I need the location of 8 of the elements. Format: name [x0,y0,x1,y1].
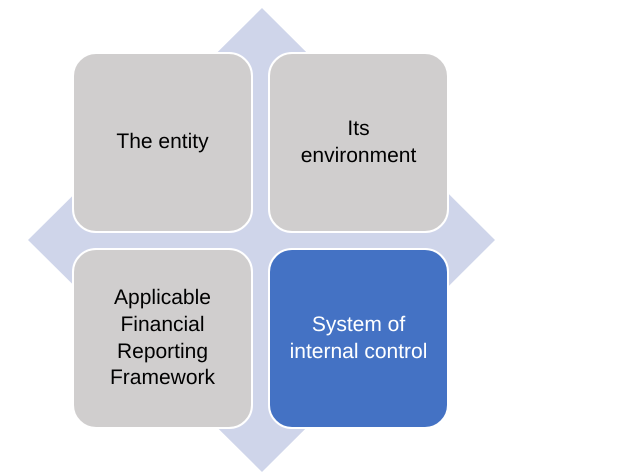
rounded-box [72,52,253,233]
box-label: System of internal control [288,312,428,364]
rounded-box [268,248,449,429]
box-label: Applicable Financial Reporting Framework [108,285,216,392]
box-label: The entity [116,129,209,156]
box-label: Its environment [300,116,418,168]
rounded-box [268,52,449,233]
rounded-box [72,248,253,429]
